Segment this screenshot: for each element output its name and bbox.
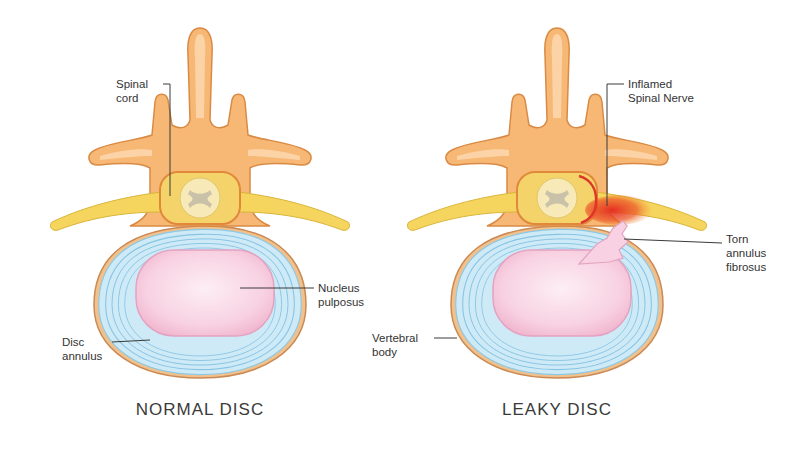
disc-tear	[579, 221, 628, 264]
leaky-vertebra	[407, 28, 706, 378]
leader-line	[163, 84, 170, 196]
part-label: Vertebral body	[372, 331, 430, 359]
part-label: Disc annulus	[62, 335, 108, 363]
normal-vertebra	[50, 28, 349, 378]
panel-caption: LEAKY DISC	[457, 400, 657, 420]
inflamed-sac-edge	[579, 176, 596, 223]
part-label: Nucleus pulposus	[318, 281, 376, 309]
leader-line	[607, 84, 624, 206]
part-label: Spinal cord	[116, 77, 158, 105]
part-label: Torn annulus fibrosus	[726, 232, 788, 274]
leader-lines	[112, 84, 722, 342]
leader-line	[624, 239, 722, 243]
leader-line	[434, 338, 457, 339]
leader-line	[240, 288, 314, 289]
leader-line	[112, 340, 150, 342]
part-label: Inflamed Spinal Nerve	[628, 77, 700, 105]
panel-caption: NORMAL DISC	[100, 400, 300, 420]
